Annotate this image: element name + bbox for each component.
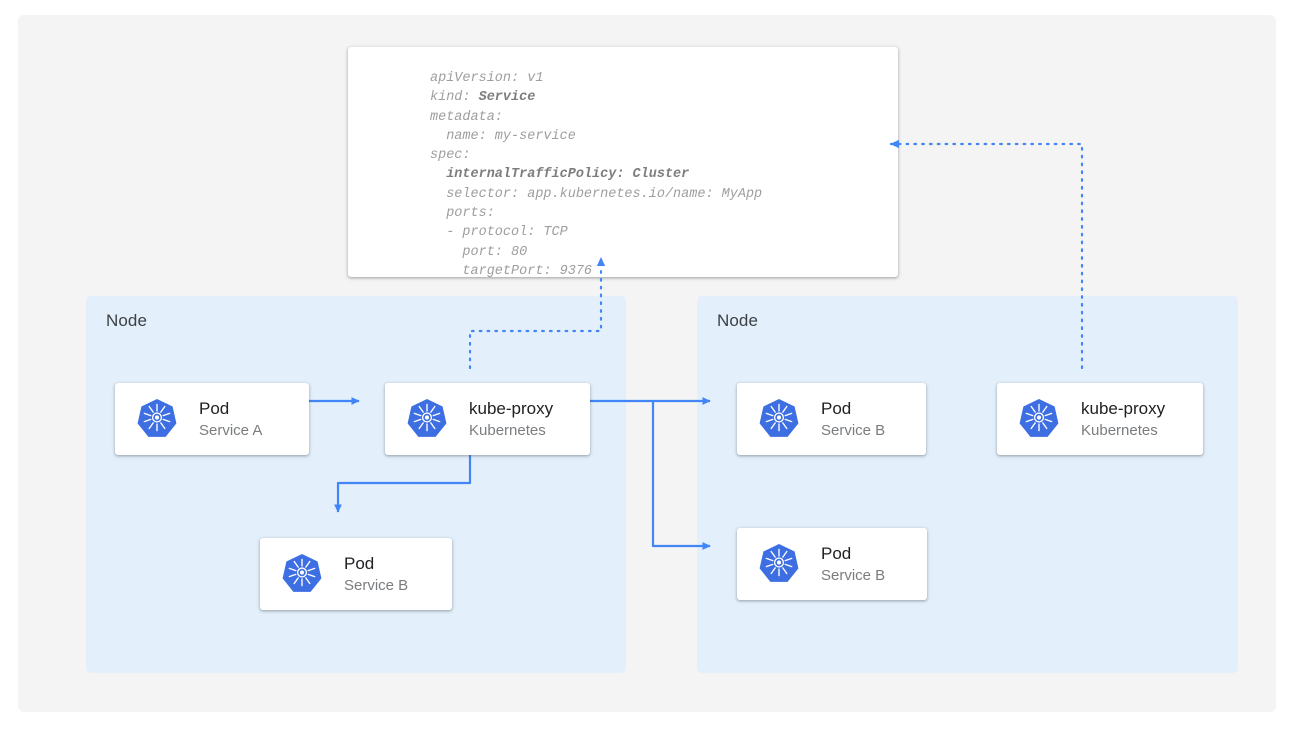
card-text: Pod Service B (821, 398, 885, 441)
connector-layer-solid (291, 397, 711, 550)
kubernetes-icon (282, 552, 322, 597)
card-subtitle: Service B (821, 421, 886, 439)
card-text: Pod Service B (344, 553, 408, 596)
card-title: kube-proxy (1081, 398, 1166, 418)
node-label-left: Node (106, 311, 148, 330)
connector-kube-proxy-to-pod-b-left (334, 437, 472, 513)
card-text: Pod Service B (821, 543, 885, 586)
kubernetes-icon (759, 542, 799, 587)
node-label-right: Node (717, 311, 759, 330)
kubernetes-icon (137, 397, 177, 442)
card-title: kube-proxy (469, 398, 554, 418)
card-subtitle: Service B (821, 566, 886, 584)
kubernetes-icon (1019, 397, 1059, 442)
diagram-canvas: Node Node apiVersion: v1 kind: Ser (18, 15, 1276, 712)
card-subtitle: Service B (344, 576, 409, 594)
card-pod-service-a[interactable]: Pod Service A (115, 383, 309, 455)
card-kube-proxy-left[interactable]: kube-proxy Kubernetes (385, 383, 590, 455)
kubernetes-icon (759, 397, 799, 442)
kubernetes-icon (407, 397, 447, 442)
card-subtitle: Kubernetes (1081, 421, 1158, 439)
card-title: Pod (821, 543, 852, 563)
card-text: kube-proxy Kubernetes (1081, 398, 1165, 441)
card-text: Pod Service A (199, 398, 262, 441)
service-yaml-code: apiVersion: v1 kind: Service metadata: n… (430, 71, 763, 277)
card-text: kube-proxy Kubernetes (469, 398, 553, 441)
card-subtitle: Service A (199, 421, 263, 439)
card-pod-service-b-right-bottom[interactable]: Pod Service B (737, 528, 927, 600)
card-title: Pod (344, 553, 375, 573)
card-pod-service-b-left[interactable]: Pod Service B (260, 538, 452, 610)
card-kube-proxy-right[interactable]: kube-proxy Kubernetes (997, 383, 1203, 455)
card-pod-service-b-right-top[interactable]: Pod Service B (737, 383, 926, 455)
connector-kube-proxy-to-pod-b-right (572, 397, 711, 550)
card-title: Pod (821, 398, 852, 418)
card-subtitle: Kubernetes (469, 421, 546, 439)
service-manifest-card: apiVersion: v1 kind: Service metadata: n… (348, 47, 898, 277)
card-title: Pod (199, 398, 230, 418)
